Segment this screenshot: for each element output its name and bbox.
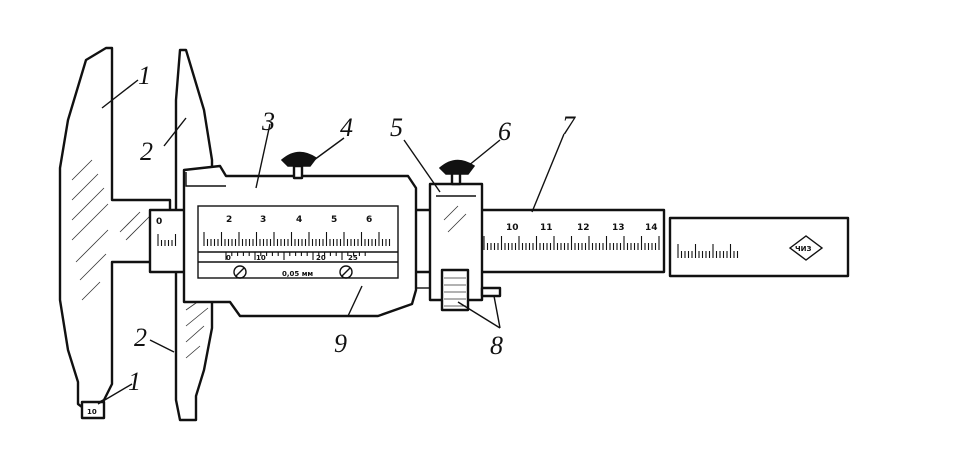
vernier-resolution: 0,05 мм [282, 270, 313, 278]
vernier-25: 25 [348, 254, 358, 262]
window-scale-3: 3 [260, 215, 266, 225]
callout-jaw-2-top: 2 [140, 137, 153, 166]
manufacturer-logo: ЧИЗ [788, 235, 824, 261]
callout-screw-8: 8 [490, 331, 503, 360]
window-scale-5: 5 [331, 215, 337, 225]
leader-lines [97, 79, 565, 405]
main-scale-14: 14 [645, 223, 658, 233]
fixed-jaw: 10 [58, 46, 172, 420]
micro-feed-frame [416, 182, 502, 312]
main-scale-13: 13 [612, 223, 625, 233]
window-scale-ticks [203, 232, 391, 260]
main-scale-11: 11 [540, 223, 553, 233]
callout-frame-3: 3 [261, 107, 275, 136]
locking-screw-6 [438, 159, 476, 186]
main-scale-10: 10 [506, 223, 519, 233]
main-scale-0: 0 [156, 217, 162, 227]
callout-vernier-9: 9 [334, 329, 347, 358]
callout-screw-4: 4 [340, 113, 353, 142]
window-scale-2: 2 [226, 215, 232, 225]
logo-text: ЧИЗ [795, 245, 812, 253]
vernier-0: 0 [226, 254, 231, 262]
callout-jaw-2-bottom: 2 [134, 323, 147, 352]
callout-jaw-1-bottom: 1 [128, 367, 141, 396]
vernier-20: 20 [316, 254, 326, 262]
callouts: 1 2 3 4 5 6 7 8 9 2 1 [128, 61, 576, 396]
locking-screw-4 [280, 151, 318, 180]
window-scale-6: 6 [366, 215, 372, 225]
vernier-10: 10 [256, 254, 266, 262]
callout-jaw-1-top: 1 [138, 61, 151, 90]
main-scale-12: 12 [577, 223, 590, 233]
callout-screw-6: 6 [498, 117, 511, 146]
callout-bar-7: 7 [562, 111, 576, 140]
callout-frame-5: 5 [390, 113, 403, 142]
main-scale-ticks [157, 234, 739, 258]
window-scale-4: 4 [296, 215, 302, 225]
sliding-frame: 2 3 4 5 6 0 10 20 25 0,05 мм [182, 164, 418, 318]
jaw-marking: 10 [87, 408, 97, 416]
